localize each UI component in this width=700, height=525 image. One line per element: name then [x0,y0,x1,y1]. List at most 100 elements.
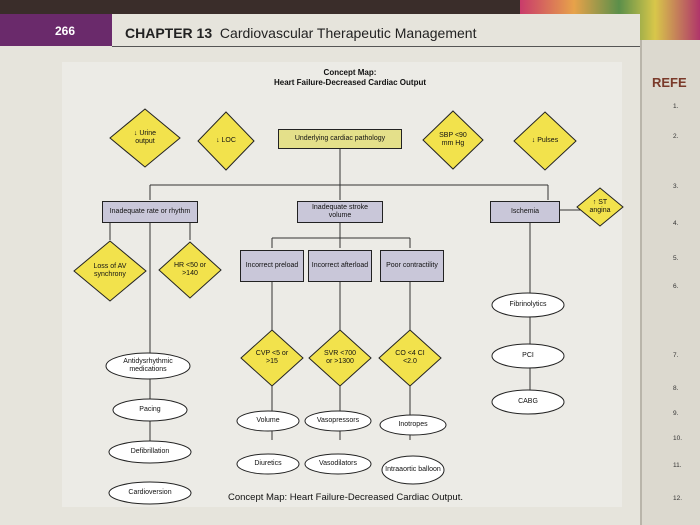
box-ischemia: Ischemia [490,201,560,223]
box-inadequate-stroke-volume-shape [297,201,383,223]
ellipse-vasodilators: Vasodilators [304,453,372,475]
reference-number: 4. [673,220,679,227]
ellipse-pci-shape [491,343,565,369]
ellipse-intraaortic-balloon: Intraaortic balloon [381,455,445,485]
page-number-tab [0,14,112,46]
ellipse-diuretics-shape [236,453,300,475]
reference-number: 11. [673,462,682,469]
diamond-urine-output-label: ↓ Urine output [133,130,157,145]
diamond-pulses-shape [513,111,577,171]
box-inadequate-stroke-volume-label: Inadequate stroke volume [311,204,369,219]
reference-number: 10. [673,435,683,442]
page-number: 266 [55,24,76,38]
ellipse-inotropes-label: Inotropes [398,421,428,428]
figure-caption: Concept Map: Heart Failure-Decreased Car… [228,492,463,503]
diamond-hr-label: HR <50 or >140 [173,262,207,277]
ellipse-cabg-shape [491,389,565,415]
ellipse-intraaortic-balloon-label: Intraaortic balloon [385,466,441,473]
ellipse-intraaortic-balloon-shape [381,455,445,485]
diamond-loc-shape [197,111,255,171]
reference-number: 9. [673,410,679,417]
reference-number: 2. [673,133,679,140]
box-poor-contractility-label: Poor contractility [386,262,438,269]
box-incorrect-afterload: Incorrect afterload [308,250,372,282]
ellipse-inotropes: Inotropes [379,414,447,436]
diamond-loss-av-synchrony-shape [73,240,147,302]
ellipse-diuretics: Diuretics [236,453,300,475]
ellipse-pci: PCI [491,343,565,369]
facing-page [640,40,700,525]
ellipse-antidysrhythmic: Antidysrhythmic medications [105,352,191,380]
ellipse-inotropes-shape [379,414,447,436]
diamond-svr-label: SVR <700 or >1300 [323,350,357,365]
diamond-hr: HR <50 or >140 [158,241,222,299]
diamond-st-angina-label: ↑ ST angina [589,199,611,214]
diamond-urine-output-shape [109,108,181,168]
ellipse-cabg-label: CABG [518,398,538,405]
diamond-pulses: ↓ Pulses [513,111,577,171]
ellipse-volume-label: Volume [256,417,280,424]
ellipse-pci-label: PCI [522,352,534,359]
box-poor-contractility-shape [380,250,444,282]
ellipse-fibrinolytics-label: Fibrinolytics [509,301,547,308]
ellipse-volume: Volume [236,410,300,432]
ellipse-vasopressors-label: Vasopressors [316,417,360,424]
ellipse-fibrinolytics: Fibrinolytics [491,292,565,318]
ellipse-vasopressors-shape [304,410,372,432]
ellipse-fibrinolytics-shape [491,292,565,318]
box-inadequate-rate-shape [102,201,198,223]
box-incorrect-preload-label: Incorrect preload [245,262,299,269]
chapter-label: CHAPTER 13 [125,25,213,41]
ellipse-pacing-shape [112,398,188,422]
ellipse-volume-shape [236,410,300,432]
chapter-title: Cardiovascular Therapeutic Management [219,25,477,41]
reference-number: 6. [673,283,679,290]
ellipse-defibrillation-shape [108,440,192,464]
ellipse-defibrillation-label: Defibrillation [130,448,170,455]
ellipse-cardioversion-shape [108,481,192,505]
diamond-co-ci-shape [378,329,442,387]
header-rule [112,46,640,47]
diamond-st-angina: ↑ ST angina [576,187,624,227]
diamond-co-ci: CO <4 CI <2.0 [378,329,442,387]
root-underlying-pathology-label: Underlying cardiac pathology [294,135,386,142]
diamond-cvp: CVP <5 or >15 [240,329,304,387]
diamond-loc-label: ↓ LOC [216,137,236,144]
reference-number: 1. [673,103,679,110]
diamond-cvp-label: CVP <5 or >15 [255,350,289,365]
box-poor-contractility: Poor contractility [380,250,444,282]
box-inadequate-rate-label: Inadequate rate or rhythm [109,208,191,215]
concept-map-title-line2: Heart Failure-Decreased Cardiac Output [273,78,427,87]
ellipse-vasodilators-shape [304,453,372,475]
diamond-urine-output: ↓ Urine output [109,108,181,168]
diamond-st-angina-shape [576,187,624,227]
box-incorrect-afterload-label: Incorrect afterload [311,262,369,269]
ellipse-pacing: Pacing [112,398,188,422]
diamond-pulses-label: ↓ Pulses [531,137,559,144]
diamond-loss-av-synchrony: Loss of AV synchrony [73,240,147,302]
root-underlying-pathology-shape [278,129,402,149]
reference-number: 7. [673,352,679,359]
chapter-heading: CHAPTER 13 Cardiovascular Therapeutic Ma… [125,25,476,41]
box-inadequate-rate: Inadequate rate or rhythm [102,201,198,223]
ellipse-defibrillation: Defibrillation [108,440,192,464]
ellipse-cardioversion-label: Cardioversion [128,489,172,496]
diamond-svr-shape [308,329,372,387]
diamond-svr: SVR <700 or >1300 [308,329,372,387]
diamond-cvp-shape [240,329,304,387]
references-heading: REFE [652,75,687,90]
reference-number: 12. [673,495,683,502]
diamond-loss-av-synchrony-label: Loss of AV synchrony [93,263,127,278]
reference-number: 5. [673,255,679,262]
ellipse-pacing-label: Pacing [139,406,161,413]
ellipse-antidysrhythmic-label: Antidysrhythmic medications [123,358,173,373]
box-inadequate-stroke-volume: Inadequate stroke volume [297,201,383,223]
ellipse-cabg: CABG [491,389,565,415]
box-incorrect-preload: Incorrect preload [240,250,304,282]
diamond-sbp: SBP <90 mm Hg [422,110,484,170]
box-ischemia-label: Ischemia [510,208,539,215]
diamond-hr-shape [158,241,222,299]
box-ischemia-shape [490,201,560,223]
reference-number: 8. [673,385,679,392]
